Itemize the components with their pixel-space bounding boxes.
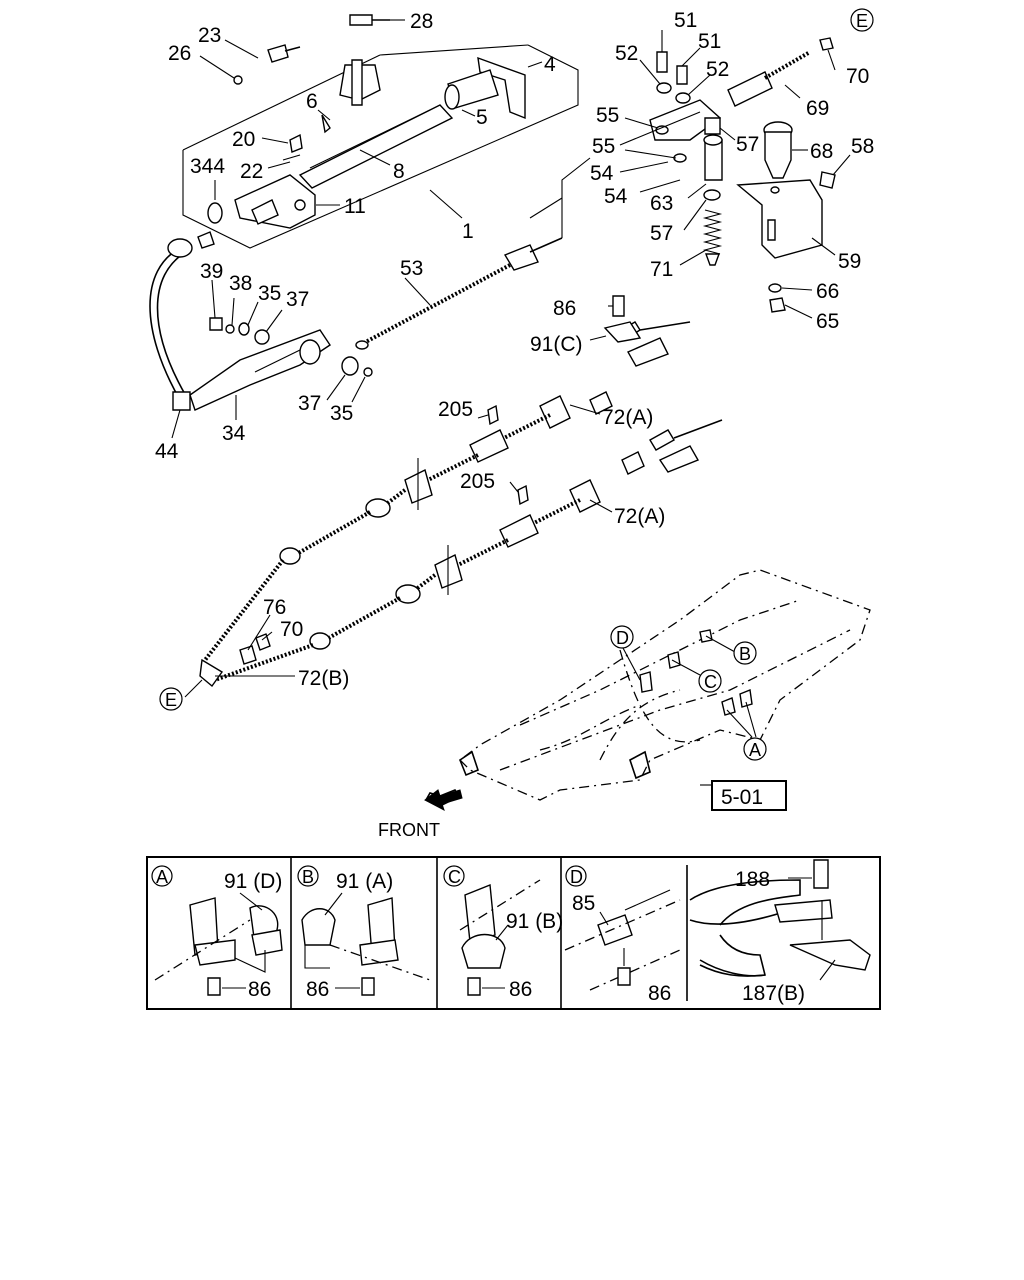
circle-e-left: E: [165, 690, 177, 710]
callout-8: 8: [393, 160, 405, 183]
callout-59: 59: [838, 250, 861, 273]
detail-e: 188 187(B): [689, 859, 871, 1005]
circle-c: C: [704, 672, 717, 692]
callout-69: 69: [806, 97, 829, 120]
callout-39: 39: [200, 260, 223, 283]
lever-assembly: [182, 14, 579, 249]
callout-54b: 54: [604, 185, 628, 208]
detail-panel-frame: [146, 856, 881, 1010]
detail-c-bolt-label: 86: [509, 978, 532, 1001]
callout-20: 20: [232, 128, 255, 151]
callout-57b: 57: [650, 222, 673, 245]
callout-11: 11: [344, 195, 366, 218]
callout-91c: 91(C): [530, 333, 583, 356]
callout-71: 71: [650, 258, 673, 281]
circle-d: D: [616, 628, 629, 648]
detail-a-clip-label: 91 (D): [224, 870, 282, 893]
detail-b-bolt-label: 86: [306, 978, 329, 1001]
callout-44: 44: [155, 440, 179, 463]
callout-35b: 35: [330, 402, 353, 425]
detail-panel: A 91 (D) 86 B 91 (A) 86: [146, 856, 881, 1010]
detail-d-bolt-label: 86: [648, 982, 671, 1005]
callout-70a: 70: [846, 65, 869, 88]
rear-cables: [184, 295, 723, 698]
callout-205b: 205: [460, 470, 495, 493]
callout-4: 4: [544, 53, 556, 76]
callout-52a: 52: [615, 42, 638, 65]
detail-e-bolt-label: 188: [735, 868, 770, 891]
callout-22: 22: [240, 160, 263, 183]
callout-1: 1: [462, 220, 474, 243]
callout-68: 68: [810, 140, 833, 163]
section-reference: 5-01: [721, 786, 763, 809]
callout-35a: 35: [258, 282, 281, 305]
detail-b: B 91 (A) 86: [297, 865, 431, 1001]
vehicle-frame: [424, 569, 871, 812]
detail-c-clip-label: 91 (B): [506, 910, 563, 933]
callout-5: 5: [476, 106, 488, 129]
callout-66: 66: [816, 280, 839, 303]
callout-86: 86: [553, 297, 576, 320]
callout-23: 23: [198, 24, 221, 47]
detail-b-tag: B: [302, 867, 314, 887]
callout-labels: 28 23 26 4 6 5 20 344 22 8 11 1 39 38 35…: [155, 9, 874, 690]
callout-38: 38: [229, 272, 252, 295]
reference-circles: E E D B C A: [159, 8, 874, 761]
equalizer-assembly: [149, 157, 591, 439]
callout-55a: 55: [596, 104, 619, 127]
callout-26: 26: [168, 42, 191, 65]
callout-55b: 55: [592, 135, 615, 158]
detail-e-bracket-label: 187(B): [742, 982, 805, 1005]
detail-a-tag: A: [156, 867, 168, 887]
callout-52b: 52: [706, 58, 729, 81]
detail-a: A 91 (D) 86: [151, 865, 283, 1001]
callout-6: 6: [306, 90, 318, 113]
callout-34: 34: [222, 422, 246, 445]
detail-a-bolt-label: 86: [248, 978, 271, 1001]
callout-76: 76: [263, 596, 286, 619]
callout-63: 63: [650, 192, 673, 215]
front-direction-label: FRONT: [378, 820, 440, 840]
callout-72a-lower: 72(A): [614, 505, 665, 528]
detail-b-clip-label: 91 (A): [336, 870, 393, 893]
circle-e-top: E: [856, 11, 868, 31]
callout-205a: 205: [438, 398, 473, 421]
detail-c: C 91 (B) 86: [443, 865, 563, 1001]
callout-70b: 70: [280, 618, 303, 641]
detail-d: D 85 86: [564, 865, 681, 1005]
callout-65: 65: [816, 310, 839, 333]
detail-c-tag: C: [448, 867, 461, 887]
detail-d-tag: D: [570, 867, 583, 887]
callout-58: 58: [851, 135, 874, 158]
callout-344: 344: [190, 155, 225, 178]
callout-72a-upper: 72(A): [602, 406, 653, 429]
callout-28: 28: [410, 10, 433, 33]
callout-51b: 51: [698, 30, 721, 53]
release-handle-parts: [619, 30, 851, 319]
callout-37b: 37: [298, 392, 321, 415]
circle-b: B: [739, 644, 751, 664]
section-reference-box: [711, 780, 787, 811]
callout-57a: 57: [736, 133, 759, 156]
callout-72b: 72(B): [298, 667, 349, 690]
callout-54a: 54: [590, 162, 614, 185]
detail-d-part-label: 85: [572, 892, 595, 915]
circle-a: A: [749, 740, 761, 760]
callout-51a: 51: [674, 9, 697, 32]
callout-53: 53: [400, 257, 423, 280]
callout-37a: 37: [286, 288, 309, 311]
